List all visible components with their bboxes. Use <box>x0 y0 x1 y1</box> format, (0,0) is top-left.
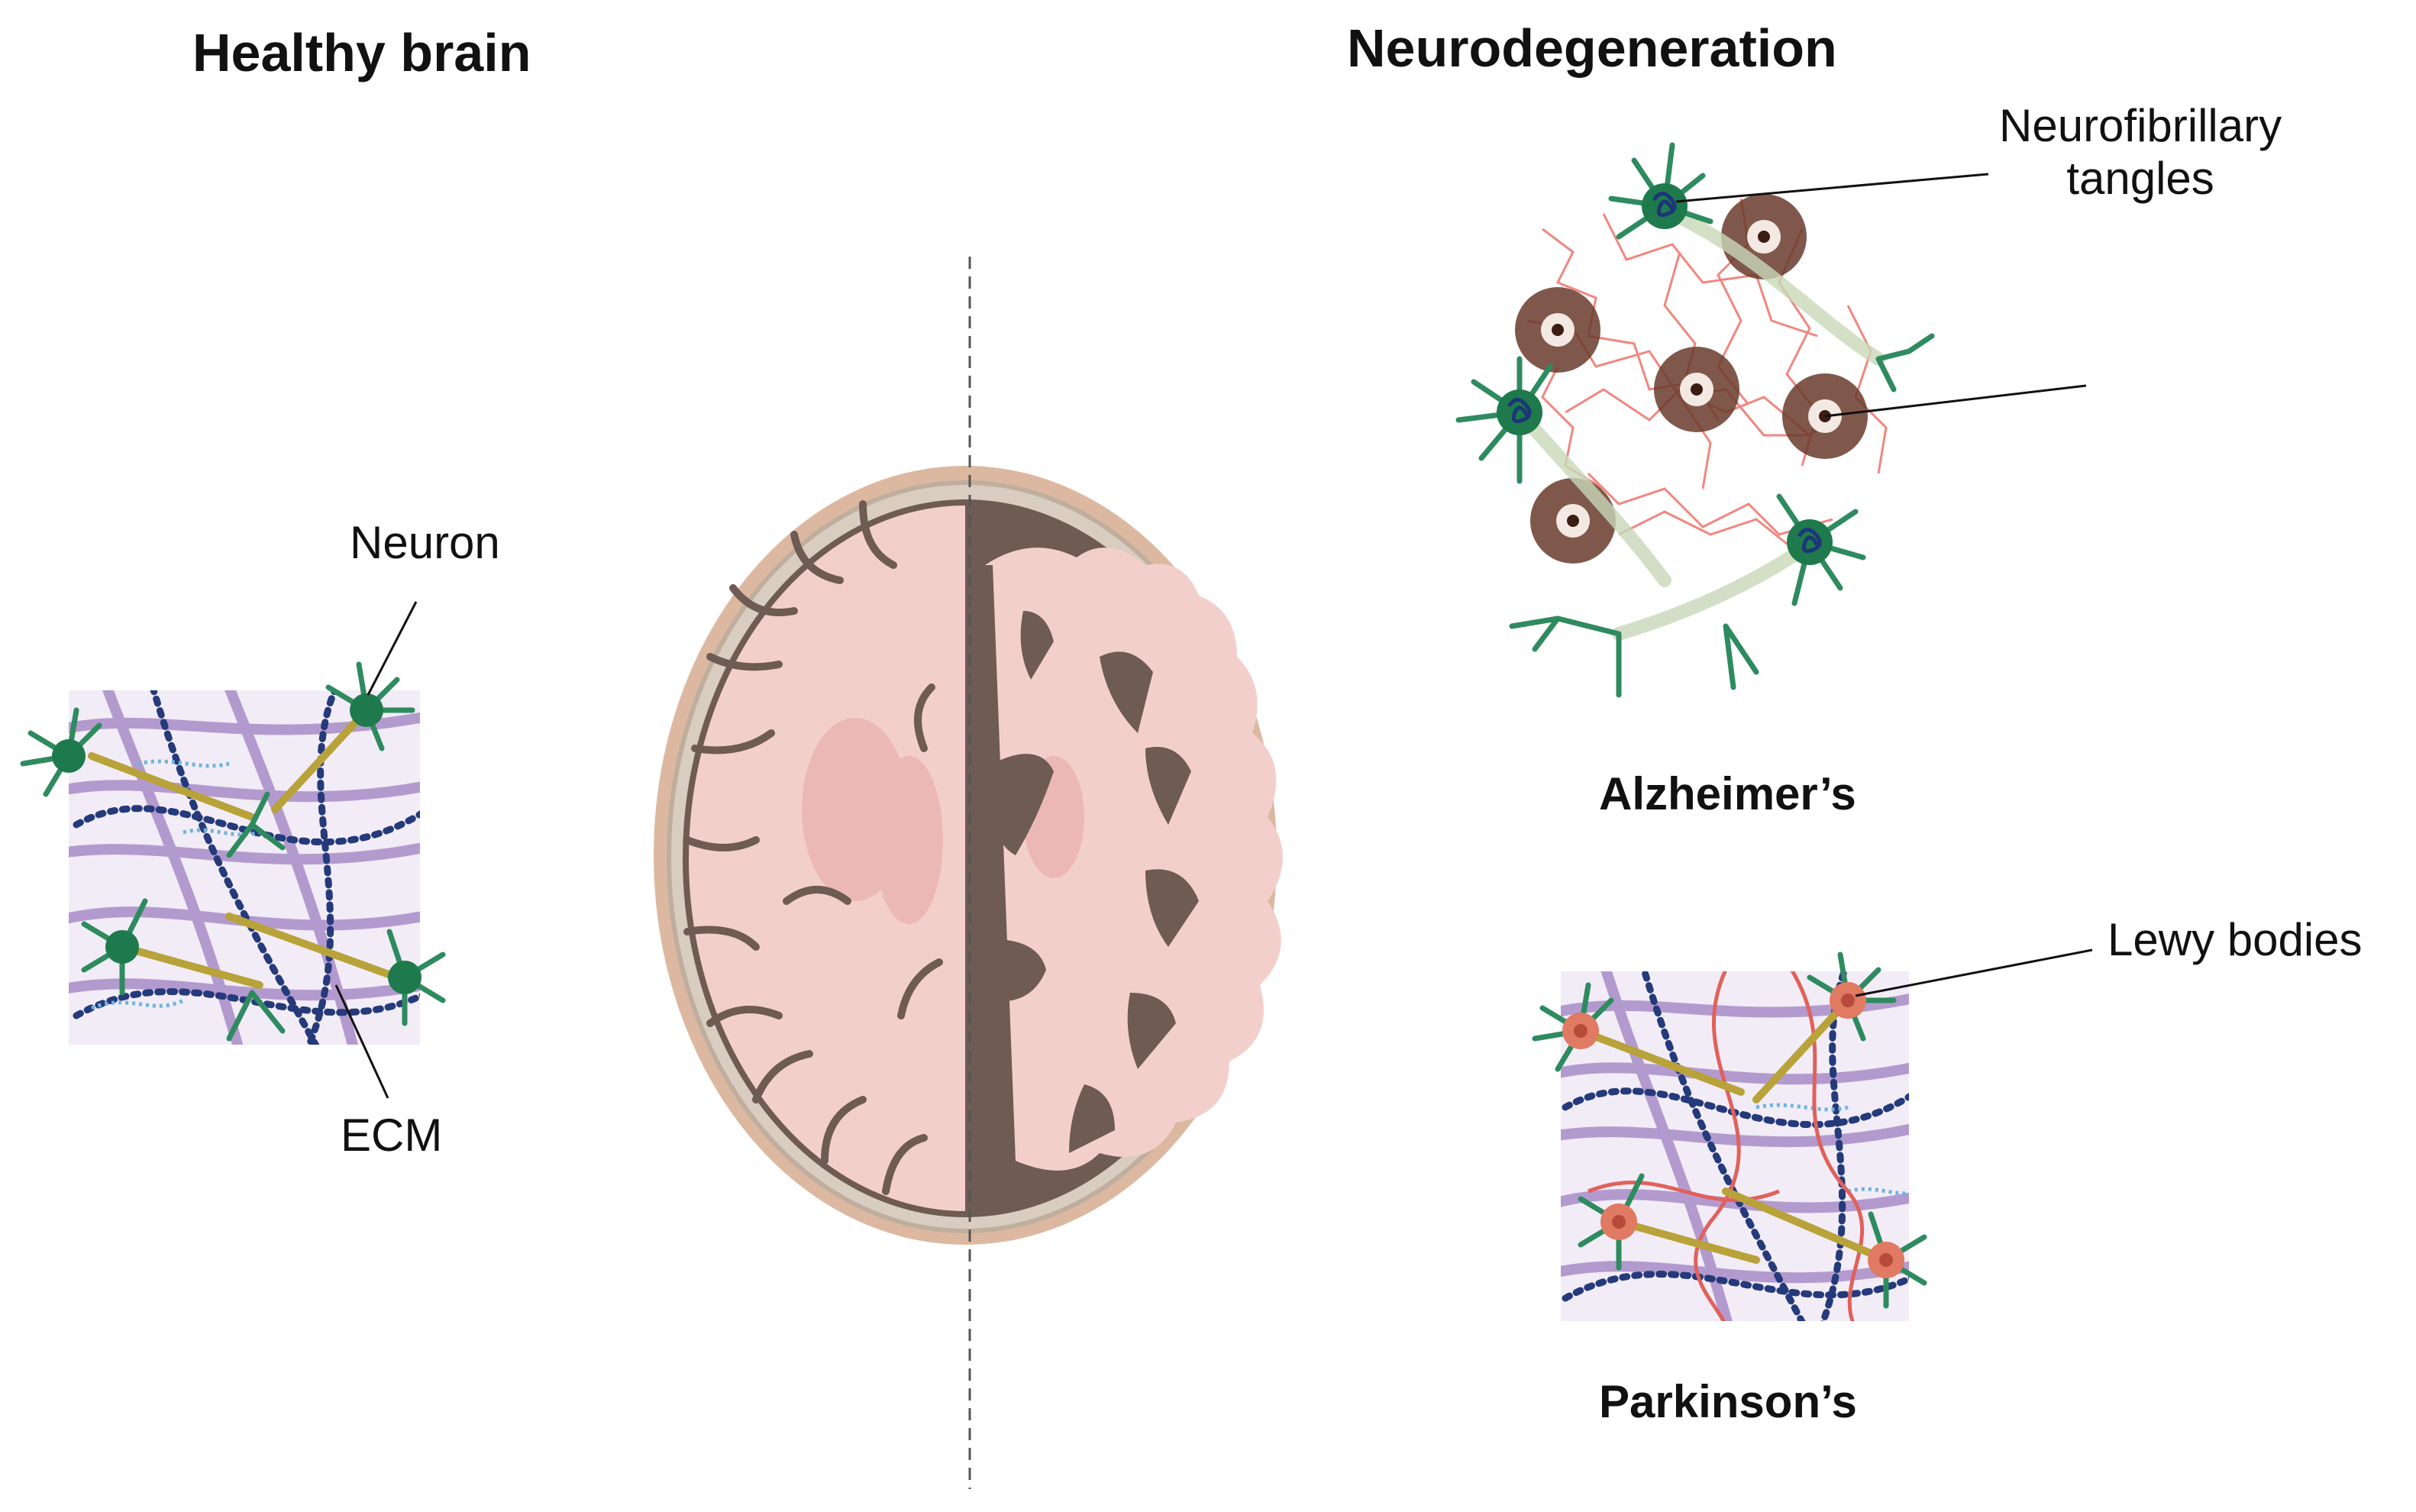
atrophied-hemisphere <box>985 548 1283 1171</box>
ecm-label: ECM <box>341 1110 443 1161</box>
alzheimers-neuron-somas <box>1497 183 1833 565</box>
tangles-label-line1: Neurofibrillary <box>1999 100 2282 151</box>
healthy-ecm-light-fibers <box>91 759 260 1010</box>
alzheimers-axons <box>1513 207 1885 641</box>
tangles-label: Neurofibrillary tangles <box>1999 99 2282 205</box>
lewy-body-somas <box>1562 982 1904 1278</box>
plaque-pointer-line <box>1824 384 2087 418</box>
tangles-label-line2: tangles <box>2066 153 2214 204</box>
alzheimers-label: Alzheimer’s <box>1599 768 1856 819</box>
neurofibrillary-tangle-marks <box>1507 192 1822 554</box>
lewy-bodies-label: Lewy bodies <box>2108 914 2363 965</box>
neuron-pointer-line <box>367 601 418 696</box>
healthy-neurons <box>20 661 446 1042</box>
parkinsons-panel <box>1532 948 2093 1321</box>
alzheimers-neurons <box>1455 142 1935 698</box>
tangles-pointer-line <box>1675 173 1989 203</box>
neuron-label: Neuron <box>350 517 500 568</box>
healthy-neuron-somas <box>52 693 422 994</box>
brain-axial-section <box>654 257 1283 1489</box>
healthy-ecm-dots <box>73 690 420 1045</box>
neurodegeneration-heading: Neurodegeneration <box>1347 18 1837 78</box>
healthy-hemisphere <box>683 500 965 1211</box>
parkinsons-label: Parkinson’s <box>1599 1376 1857 1427</box>
parkinsons-ecm-light-fibers <box>1755 1103 1909 1196</box>
lewy-pointer-line <box>1855 948 2093 997</box>
healthy-ecm-panel <box>20 601 446 1099</box>
parkinsons-neurons <box>1532 951 1927 1309</box>
alzheimers-panel <box>1455 142 2087 698</box>
ecm-pointer-line <box>334 984 389 1099</box>
healthy-brain-heading: Healthy brain <box>192 23 531 82</box>
